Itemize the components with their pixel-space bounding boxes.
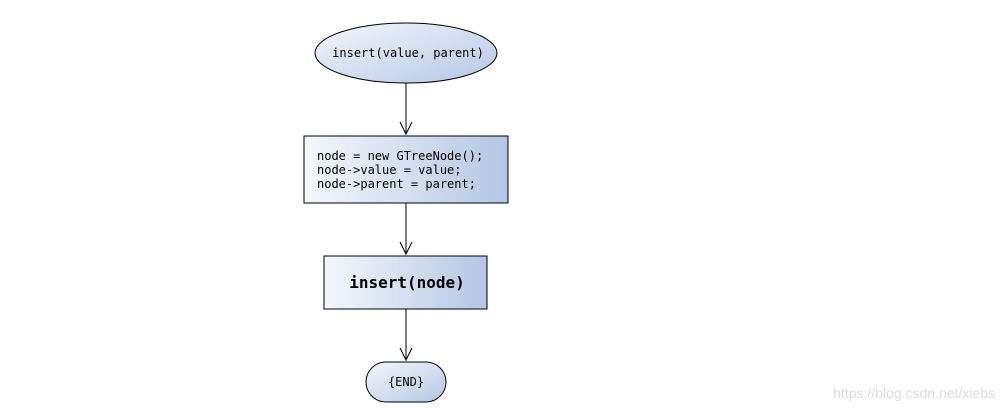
watermark: https://blog.csdn.net/xiebs xyxy=(833,385,995,401)
process-line-3: node->parent = parent; xyxy=(317,177,476,191)
arrow-start-to-process xyxy=(399,83,413,136)
start-label: insert(value, parent) xyxy=(332,46,484,60)
call-label: insert(node) xyxy=(349,273,465,292)
call-node: insert(node) xyxy=(323,255,488,310)
process-box xyxy=(303,135,509,204)
arrow-call-to-end xyxy=(399,309,413,362)
end-label: {END} xyxy=(388,375,424,389)
start-node: insert(value, parent) xyxy=(314,22,498,84)
process-line-1: node = new GTreeNode(); xyxy=(317,149,483,163)
process-line-2: node->value = value; xyxy=(317,163,462,177)
end-terminator xyxy=(365,361,447,403)
arrow-process-to-call xyxy=(399,203,413,256)
process-node: node = new GTreeNode(); node->value = va… xyxy=(303,135,509,204)
end-node: {END} xyxy=(365,361,447,403)
